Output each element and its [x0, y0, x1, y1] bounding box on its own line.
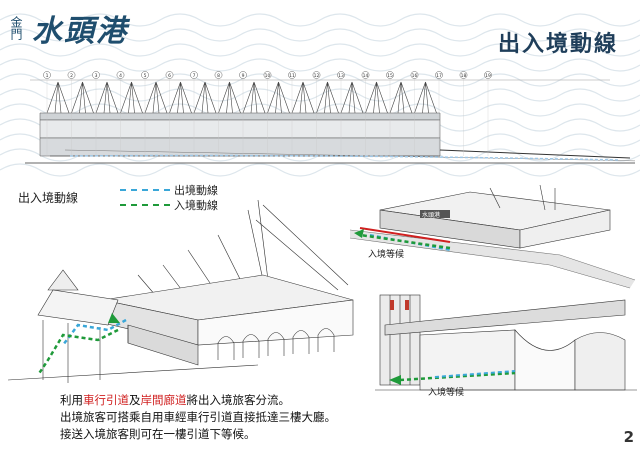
grid-number-marker — [239, 71, 247, 79]
grid-number-label: 17 — [436, 73, 442, 79]
legend-entry-label: 入境動線 — [174, 198, 218, 212]
grid-number-label: 3 — [95, 73, 98, 79]
grid-number-label: 2 — [70, 73, 73, 79]
grid-number-marker — [214, 71, 223, 79]
roof-mast — [144, 81, 168, 114]
grid-number-marker — [43, 71, 51, 79]
caption-text: 將出入境旅客分流。 — [186, 393, 291, 407]
caption-line-3: 接送入境旅客則可在一樓引道下等候。 — [60, 427, 256, 441]
grid-number-label: 6 — [168, 73, 171, 79]
grid-number-label: 12 — [314, 73, 320, 79]
grid-number-marker — [435, 71, 443, 79]
roof-mast — [71, 81, 94, 114]
roof-mast — [365, 81, 388, 114]
caption-highlight-corridor: 岸間廊道 — [140, 393, 187, 407]
grid-number-marker — [190, 71, 198, 79]
grid-number-label: 14 — [363, 73, 369, 79]
grid-number-label: 19 — [485, 73, 491, 79]
caption-line-2: 出境旅客可搭乘自用車經車行引道直接抵達三樓大廳。 — [60, 410, 336, 424]
grid-number-marker — [67, 71, 76, 79]
grid-number-label: 18 — [461, 73, 467, 79]
exit-line-swatch — [120, 188, 170, 191]
grid-number-marker — [361, 71, 370, 79]
roof-mast — [267, 81, 290, 114]
roof-mast — [95, 81, 119, 114]
roof-mast — [316, 81, 339, 114]
legend-exit: 出境動線 — [120, 182, 218, 197]
grid-number-label: 4 — [119, 73, 122, 79]
perspective-render-top-right: 水頭港 — [349, 184, 636, 289]
perspective-render-left — [8, 199, 354, 383]
grid-number-label: 9 — [242, 73, 245, 79]
caption: 利用車行引道及岸間廊道將出入境旅客分流。 出境旅客可搭乘自用車經車行引道直接抵達… — [60, 392, 336, 443]
grid-number-marker — [263, 71, 272, 79]
roof-mast — [46, 81, 70, 114]
grid-number-label: 1 — [46, 73, 49, 79]
roof-mast — [120, 81, 143, 114]
grid-number-marker — [141, 71, 149, 79]
entry-line-swatch — [120, 203, 170, 206]
section-label: 出入境動線 — [18, 191, 79, 205]
building-sign: 水頭港 — [422, 211, 440, 219]
caption-text: 利用 — [60, 393, 83, 407]
legend: 出境動線 入境動線 — [120, 182, 218, 212]
grid-number-label: 13 — [338, 73, 344, 79]
caption-line-1: 利用車行引道及岸間廊道將出入境旅客分流。 — [60, 392, 336, 409]
roof-mast — [218, 81, 241, 114]
logo-title: 水頭港 — [32, 14, 128, 49]
grid-number-marker — [410, 71, 419, 79]
roof-mast — [389, 81, 413, 114]
grid-number-marker — [386, 71, 394, 79]
legend-exit-label: 出境動線 — [174, 183, 218, 197]
grid-number-marker — [116, 71, 125, 79]
perspective-render-bottom-right — [375, 294, 637, 391]
grid-number-label: 10 — [265, 73, 271, 79]
grid-number-marker — [337, 71, 345, 79]
grid-number-label: 11 — [289, 73, 295, 79]
waiting-label-bottom: 入境等候 — [428, 388, 465, 398]
waiting-label-top: 入境等候 — [368, 250, 405, 260]
roof-mast — [291, 81, 315, 114]
grid-number-marker — [312, 71, 321, 79]
caption-text: 及 — [129, 393, 141, 407]
roof-mast — [340, 81, 364, 114]
grid-number-marker — [484, 71, 492, 79]
grid-number-label: 5 — [144, 73, 147, 79]
grid-number-marker — [165, 71, 174, 79]
grid-number-label: 7 — [193, 73, 196, 79]
roof-mast — [193, 81, 217, 114]
grid-number-marker — [92, 71, 100, 79]
caption-highlight-road: 車行引道 — [83, 393, 129, 407]
grid-number-marker — [288, 71, 296, 79]
legend-entry: 入境動線 — [120, 197, 218, 212]
grid-number-marker — [459, 71, 468, 79]
roof-mast — [169, 81, 192, 114]
roof-mast — [242, 81, 266, 114]
grid-number-label: 8 — [217, 73, 220, 79]
page-title: 出入境動線 — [497, 31, 618, 57]
grid-number-label: 15 — [387, 73, 393, 79]
logo: 金門 水頭港 — [8, 6, 128, 50]
roof-mast — [414, 81, 437, 114]
grid-number-label: 16 — [412, 73, 418, 79]
logo-small-text: 金門 — [9, 16, 23, 40]
page-number: 2 — [623, 428, 634, 446]
